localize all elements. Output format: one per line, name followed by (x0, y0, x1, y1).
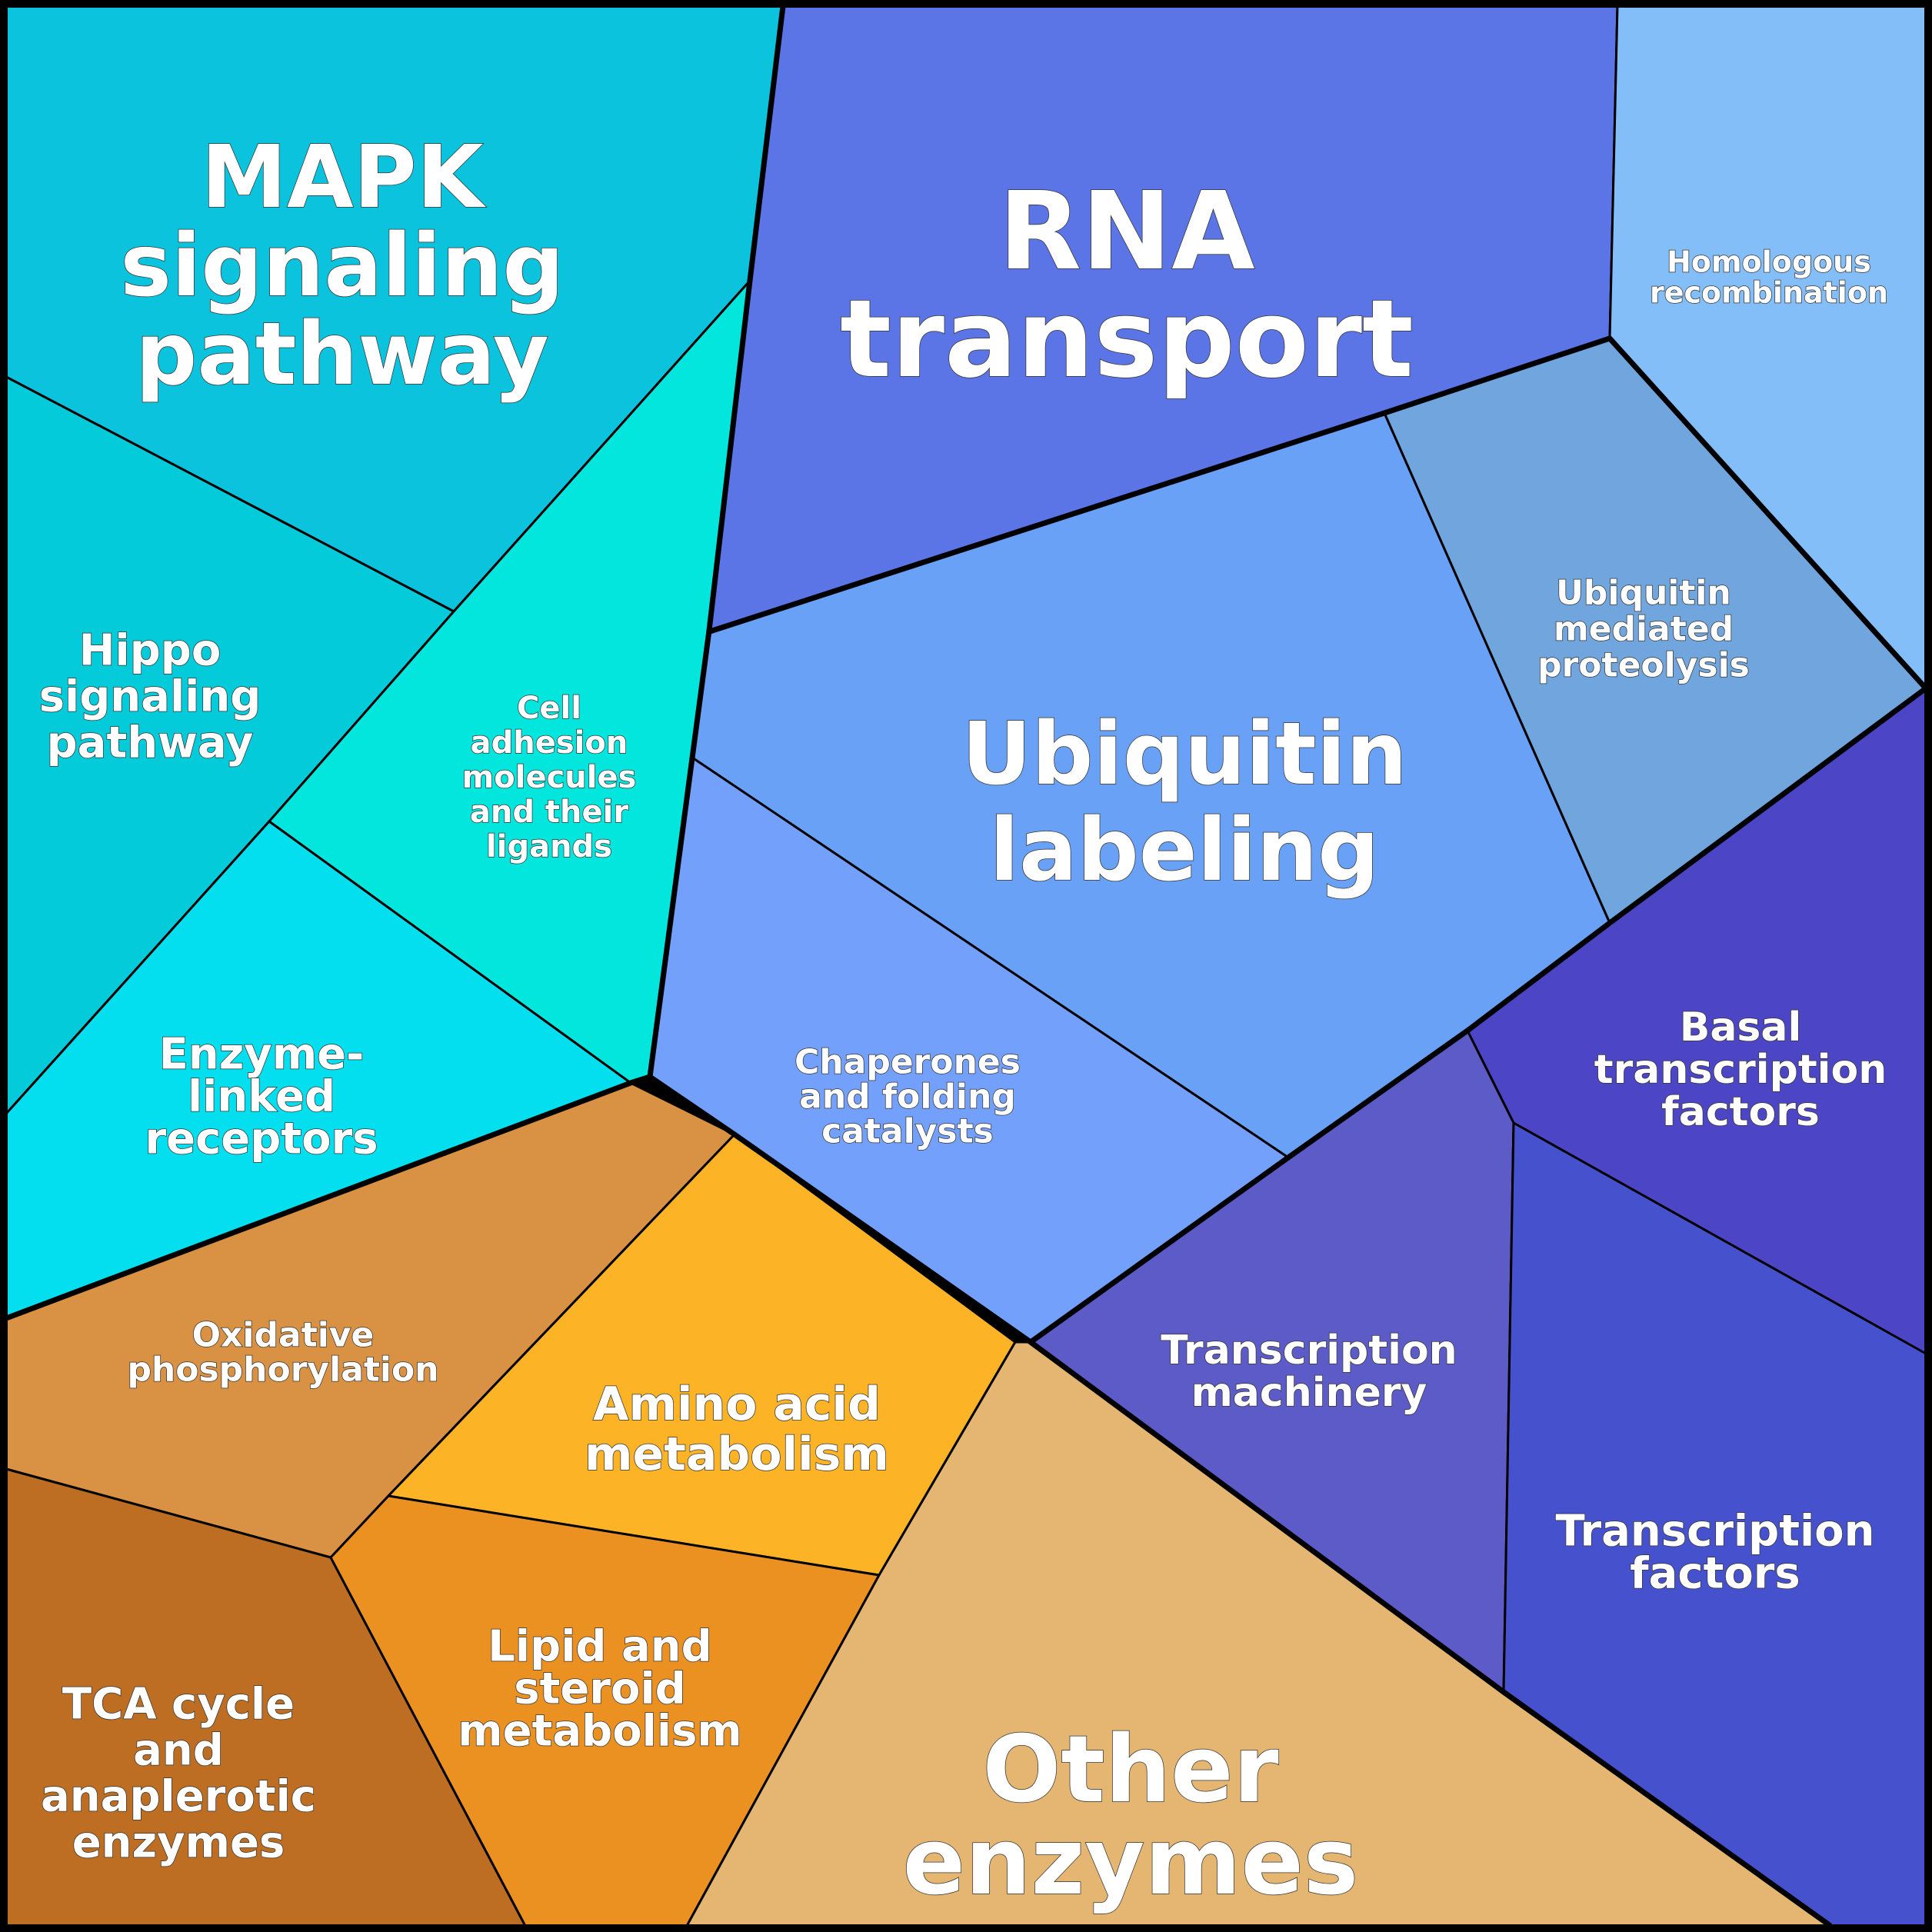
label-line: steroid (514, 1664, 685, 1714)
label-line: labeling (990, 801, 1380, 901)
label-line: Other (982, 1717, 1278, 1824)
label-line: signaling (120, 216, 564, 316)
label-line: enzymes (903, 1809, 1359, 1916)
label-line: catalysts (821, 1111, 994, 1151)
group-border (706, 335, 1928, 691)
label-line: Amino acid (593, 1377, 881, 1431)
label-line: Ubiquitin (961, 705, 1407, 804)
label-line: Enzyme- (159, 1030, 365, 1080)
label-line: Hippo (79, 626, 222, 676)
label-line: pathway (135, 305, 549, 405)
label-line: phosphorylation (127, 1350, 438, 1389)
label-line: Chaperones (794, 1042, 1021, 1081)
label-line: Basal (1680, 1004, 1802, 1051)
label-line: transport (840, 277, 1414, 402)
label-line: receptors (145, 1114, 378, 1164)
label-line: and their (470, 794, 628, 830)
label-line: factors (1630, 1549, 1800, 1599)
label-line: metabolism (585, 1427, 889, 1481)
label-line: pathway (47, 718, 254, 768)
label-line: Cell (517, 691, 581, 726)
label-line: Ubiquitin (1556, 573, 1731, 612)
label-line: enzymes (72, 1818, 285, 1868)
label-line: and folding (799, 1077, 1016, 1116)
label-line: RNA (998, 169, 1254, 295)
label-line: MAPK (201, 128, 486, 228)
label-line: mediated (1554, 609, 1734, 648)
label-line: and (133, 1726, 224, 1776)
label-line: adhesion (471, 725, 628, 761)
label-line: metabolism (458, 1707, 742, 1757)
label-line: recombination (1650, 275, 1888, 309)
label-line: transcription (1594, 1047, 1887, 1093)
label-line: ligands (486, 829, 612, 864)
label-line: proteolysis (1537, 645, 1750, 685)
label-line: Homologous (1667, 245, 1871, 278)
group-border (1028, 686, 1928, 1344)
label-line: factors (1661, 1089, 1820, 1135)
label-line: TCA cycle (62, 1680, 295, 1730)
group-border (5, 1074, 651, 1321)
label-line: Oxidative (192, 1315, 375, 1354)
label-line: machinery (1191, 1370, 1427, 1416)
label-line: anaplerotic (41, 1772, 316, 1822)
label-line: Transcription (1161, 1327, 1457, 1374)
label-line: Lipid and (488, 1622, 711, 1672)
group-border (647, 5, 786, 1078)
label-line: molecules (462, 760, 637, 795)
label-line: linked (188, 1072, 335, 1122)
label-line: signaling (39, 672, 261, 722)
label-line: Transcription (1555, 1507, 1874, 1557)
